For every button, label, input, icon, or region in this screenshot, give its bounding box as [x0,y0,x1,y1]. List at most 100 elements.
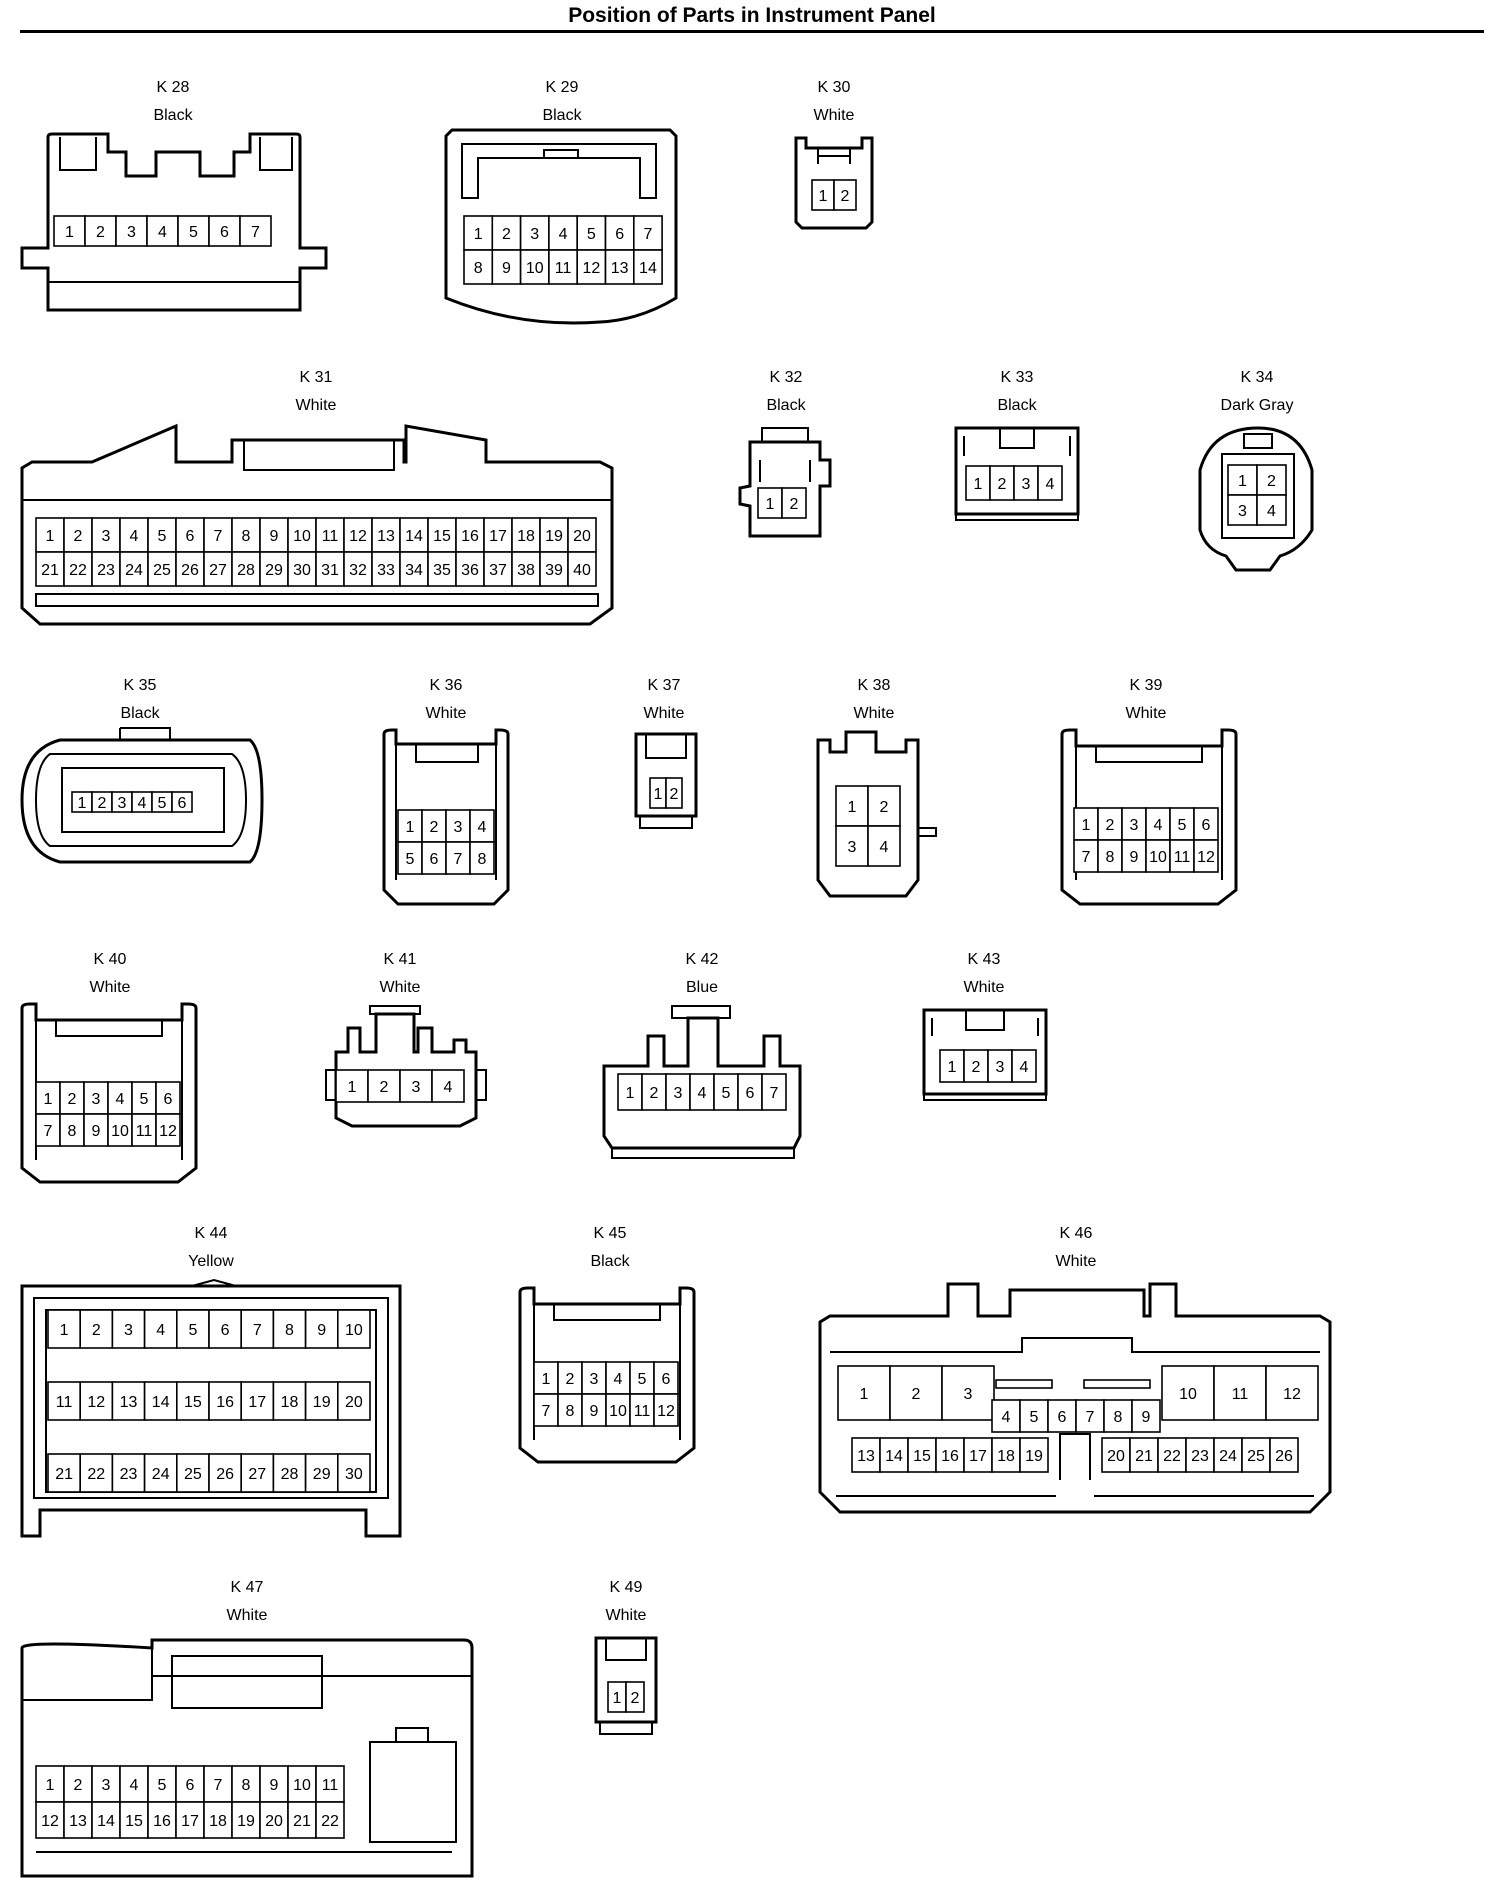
pin-number: 19 [237,1813,255,1830]
page-title: Position of Parts in Instrument Panel [568,4,936,27]
pin-number: 1 [1082,817,1091,834]
pin-number: 24 [125,562,143,579]
pin-cell [119,517,149,553]
pin-number: 2 [502,226,511,243]
pin-cell [111,1309,146,1349]
connector-color-label: White [1126,705,1167,722]
pin-number: 2 [1267,473,1276,490]
pin-number: 33 [377,562,395,579]
pin-number: 3 [964,1386,973,1403]
pin-number: 3 [124,1322,133,1339]
pin-cell [171,791,193,813]
pin-cell [399,551,429,587]
pin-cell [604,249,635,285]
pin-cell [1169,839,1195,873]
pin-number: 10 [293,528,311,545]
pin-number: 4 [130,528,139,545]
pin-number: 7 [542,1403,551,1420]
connector-color-label: White [380,979,421,996]
pin-number: 9 [1130,849,1139,866]
pin-number: 4 [614,1371,623,1388]
pin-number: 3 [848,839,857,856]
pin-cell [567,551,597,587]
pin-number: 9 [1142,1409,1151,1426]
pin-number: 7 [44,1123,53,1140]
pin-cell [336,1381,371,1421]
pin-cell [1047,1399,1077,1433]
pin-number: 4 [1267,503,1276,520]
pin-cell [208,1381,243,1421]
pin-cell [208,215,241,247]
pin-cell [1269,1437,1299,1473]
pin-number: 27 [209,562,227,579]
pin-number: 6 [615,226,624,243]
pin-cell [208,1453,243,1493]
pin-number: 40 [573,562,591,579]
pin-number: 5 [1030,1409,1039,1426]
pin-number: 5 [158,528,167,545]
pin-number: 23 [120,1466,138,1483]
connector-color-label: White [964,979,1005,996]
pin-cell [111,1453,146,1493]
pin-number: 1 [613,1690,622,1707]
connector-id-label: K 30 [818,79,851,96]
pin-cell [963,1049,989,1083]
pin-cell [469,809,495,843]
pin-number: 10 [111,1123,129,1140]
pin-number: 10 [293,1777,311,1794]
pin-number: 10 [1149,849,1167,866]
pin-number: 9 [317,1322,326,1339]
pin-number: 32 [349,562,367,579]
pin-cell [539,517,569,553]
connector-color-label: White [644,705,685,722]
pin-number: 1 [348,1079,357,1096]
pin-cell [991,1399,1021,1433]
pin-number: 16 [941,1448,959,1465]
pin-number: 26 [1275,1448,1293,1465]
pin-cell [431,1069,465,1103]
pin-number: 13 [857,1448,875,1465]
pin-number: 1 [626,1085,635,1102]
connector-id-label: K 40 [94,951,127,968]
pin-number: 3 [996,1059,1005,1076]
pin-cell [1037,465,1063,501]
pin-number: 3 [454,819,463,836]
pin-cell [47,1381,82,1421]
pin-number: 3 [102,1777,111,1794]
pin-number: 19 [545,528,563,545]
pin-cell [463,249,494,285]
pin-number: 16 [153,1813,171,1830]
pin-number: 1 [1238,473,1247,490]
pin-cell [240,1453,275,1493]
pin-number: 3 [674,1085,683,1102]
connector-id-label: K 49 [610,1579,643,1596]
pin-cell [91,551,121,587]
connector-id-label: K 37 [648,677,681,694]
pin-number: 4 [158,224,167,241]
connector-color-label: Yellow [188,1253,234,1270]
pin-number: 27 [248,1466,266,1483]
pin-cell [1121,839,1147,873]
pin-number: 4 [1020,1059,1029,1076]
slot [995,1379,1053,1389]
pin-cell [336,1453,371,1493]
pin-number: 13 [120,1394,138,1411]
pin-number: 31 [321,562,339,579]
pin-number: 2 [74,528,83,545]
pin-cell [867,785,901,827]
connector-color-label: Black [997,397,1037,414]
pin-number: 2 [790,496,799,513]
pin-number: 37 [489,562,507,579]
pin-number: 14 [639,260,657,277]
pin-number: 18 [517,528,535,545]
